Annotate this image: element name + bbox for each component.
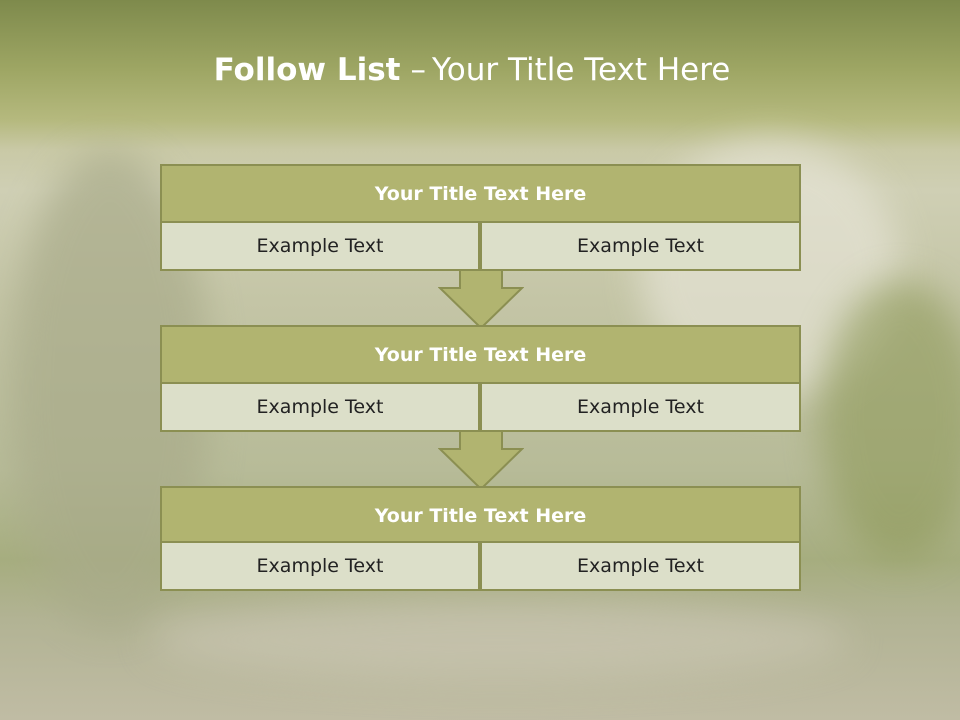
step-3-left-text: Example Text — [160, 541, 480, 591]
step-1-left-text: Example Text — [160, 221, 480, 271]
down-arrow-2 — [438, 431, 524, 491]
slide-title: Follow List–Your Title Text Here — [0, 52, 944, 88]
step-1-right-text: Example Text — [480, 221, 801, 271]
step-2-right-text: Example Text — [480, 382, 801, 432]
step-3-right-text: Example Text — [480, 541, 801, 591]
step-2-left-text: Example Text — [160, 382, 480, 432]
background-ground — [150, 600, 850, 680]
step-3-title: Your Title Text Here — [160, 486, 801, 545]
step-1-title: Your Title Text Here — [160, 164, 801, 223]
title-dash: – — [410, 52, 426, 88]
step-2-title: Your Title Text Here — [160, 325, 801, 384]
title-text: Your Title Text Here — [431, 52, 731, 88]
background-foliage — [820, 280, 960, 560]
title-bold: Follow List — [213, 52, 401, 88]
down-arrow-1 — [438, 270, 524, 330]
